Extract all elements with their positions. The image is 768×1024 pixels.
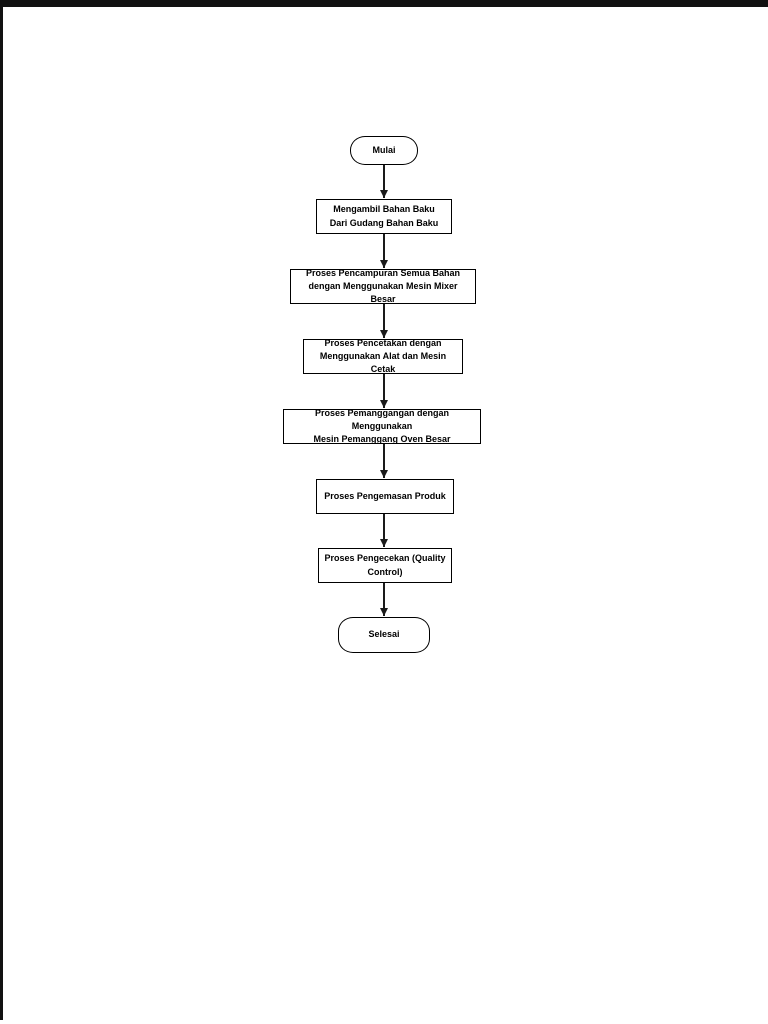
flow-arrow-4: [380, 374, 387, 408]
flow-arrow-7: [380, 583, 387, 616]
flowchart-node-step-6: Proses Pengecekan (Quality Control): [318, 548, 452, 583]
flowchart-node-step-5: Proses Pengemasan Produk: [316, 479, 454, 514]
flow-arrow-3: [380, 304, 387, 338]
flow-arrow-1: [380, 165, 387, 198]
flowchart-node-step-2: Proses Pencampuran Semua Bahan dengan Me…: [290, 268, 476, 304]
flowchart-node-step-4: Proses Pemanggangan dengan Menggunakan M…: [283, 408, 481, 444]
flowchart-node-step-1: Mengambil Bahan Baku Dari Gudang Bahan B…: [316, 199, 452, 234]
scan-edge-top: [0, 0, 768, 7]
flow-arrow-5: [380, 444, 387, 478]
flowchart-node-step-3: Proses Pencetakan dengan Menggunakan Ala…: [303, 338, 463, 374]
flowchart-node-start: Mulai: [350, 136, 418, 165]
scan-edge-left: [0, 0, 3, 1020]
flow-arrow-6: [380, 514, 387, 547]
flow-arrow-2: [380, 234, 387, 268]
flowchart-node-end: Selesai: [338, 617, 430, 653]
